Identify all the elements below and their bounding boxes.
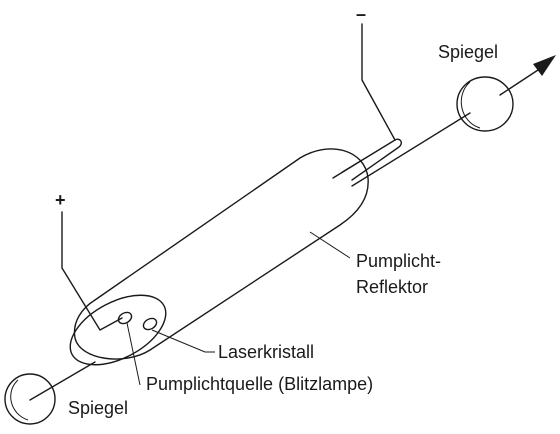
reflector-end-cap	[69, 294, 167, 366]
arrowhead	[533, 55, 556, 76]
label-reflector-line2: Reflektor	[356, 277, 428, 297]
beam-axis-middle	[351, 112, 471, 187]
label-plus-sign: +	[55, 190, 66, 210]
mirror-right	[456, 76, 514, 132]
pump-reflector	[73, 148, 369, 360]
label-mirror-left: Spiegel	[68, 398, 128, 418]
flash-lamp-end	[117, 311, 133, 325]
beam-axis-left	[29, 361, 96, 401]
crystal-rod-right-inner	[341, 141, 393, 173]
label-reflector-line1: Pumplicht-	[356, 251, 441, 271]
label-minus-sign: –	[356, 4, 366, 24]
mirror-left	[4, 373, 56, 425]
laser-crystal-leader	[151, 329, 215, 353]
reflector-leader	[309, 231, 351, 259]
label-pump-source: Pumplichtquelle (Blitzlampe)	[146, 374, 373, 394]
laser-crystal-end	[142, 317, 158, 331]
label-mirror-right: Spiegel	[438, 42, 498, 62]
beam-output-line	[499, 69, 539, 96]
minus-wire	[361, 23, 396, 141]
label-laser-crystal: Laserkristall	[218, 342, 314, 362]
plus-wire	[61, 211, 123, 331]
pump-source-leader	[126, 322, 141, 386]
